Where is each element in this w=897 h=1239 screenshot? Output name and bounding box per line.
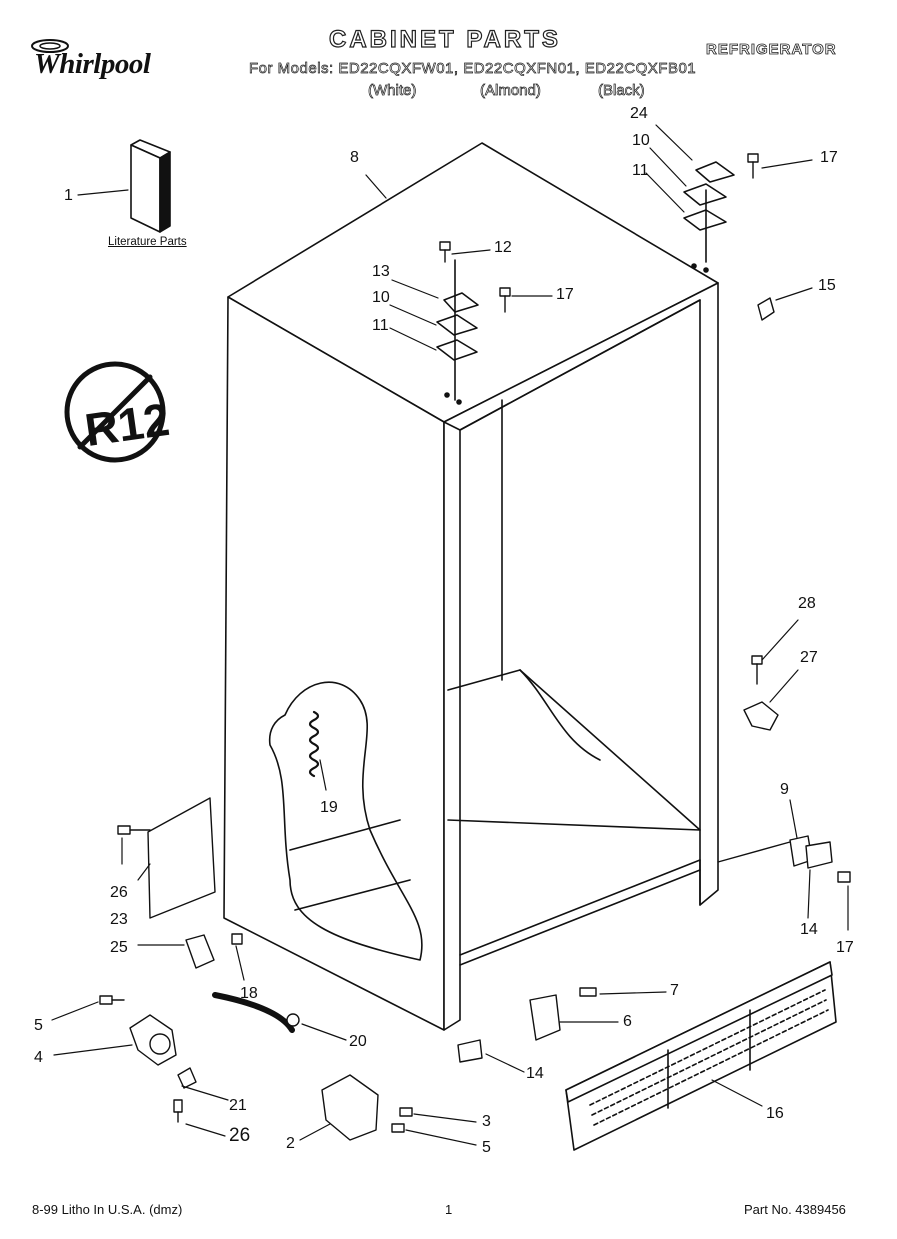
finish-almond: (Almond) [480,82,542,100]
hinge-center [436,259,479,405]
page-title: CABINET PARTS [328,25,561,53]
no-r12-badge-icon: R12 [64,361,172,463]
callout-12: 12 [494,239,512,256]
callout-5: 5 [34,1017,43,1034]
models-line: For Models: ED22CQXFW01, ED22CQXFN01, ED… [249,60,697,78]
footer-part-number: Part No. 4389456 [744,1202,846,1217]
callout-14: 14 [526,1065,544,1082]
callout-4: 4 [34,1049,43,1066]
callout-26: 26 [229,1125,251,1146]
callout-14: 14 [800,921,818,938]
footer-print-info: 8-99 Litho In U.S.A. (dmz) [32,1202,183,1217]
callout-19: 19 [320,799,338,816]
callout-3: 3 [482,1113,491,1130]
no-r12-badge [66,364,164,462]
brand-logo: Whirlpool [34,48,151,80]
product-type: REFRIGERATOR [706,41,837,59]
finish-black: (Black) [598,82,645,100]
callout-23: 23 [110,911,128,928]
callout-2: 2 [286,1135,295,1152]
callout-7: 7 [670,982,679,999]
callout-8: 8 [350,149,359,166]
callout-24: 24 [630,105,648,122]
callout-17: 17 [836,939,854,956]
callout-26: 26 [110,884,128,901]
callout-27: 27 [800,649,818,666]
callout-11: 11 [632,162,649,179]
callout-1: 1 [64,187,73,204]
callout-11: 11 [372,317,389,334]
finish-white: (White) [368,82,417,100]
callout-10: 10 [372,289,390,306]
callout-16: 16 [766,1105,784,1122]
callout-21: 21 [229,1097,247,1114]
callout-6: 6 [623,1013,632,1030]
callout-leaders [51,124,849,1146]
small-parts [129,297,833,1141]
callout-13: 13 [372,263,390,280]
callout-18: 18 [240,985,258,1002]
callout-20: 20 [349,1033,367,1050]
callout-25: 25 [110,939,128,956]
callout-10: 10 [632,132,650,149]
callout-5: 5 [482,1139,491,1156]
grille [565,961,837,1151]
callout-28: 28 [798,595,816,612]
callout-17: 17 [556,286,574,303]
literature-book-icon [130,139,171,233]
callout-17: 17 [820,149,838,166]
literature-parts-label: Literature Parts [108,236,187,248]
hinge-top-right [683,161,735,273]
callout-15: 15 [818,277,836,294]
cabinet-body [223,142,719,1031]
whirlpool-logo-icon [30,38,70,54]
footer-page-number: 1 [445,1202,453,1217]
callout-9: 9 [780,781,789,798]
